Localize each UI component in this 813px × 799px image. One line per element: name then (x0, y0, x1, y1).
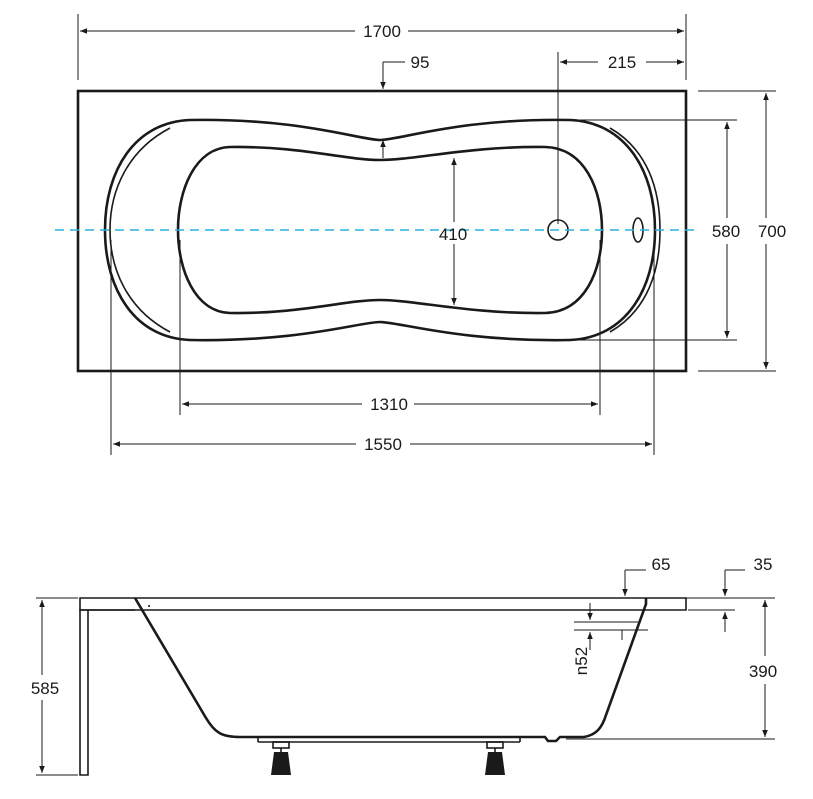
leg-right (485, 741, 505, 775)
dim-bottom-length: 1310 (370, 395, 408, 414)
dim-bowl-length: 1550 (364, 435, 402, 454)
front-panel (79, 609, 89, 776)
dim-inner-width: 410 (439, 225, 467, 244)
dim-rim-offset-top: 95 (411, 53, 430, 72)
dim-rim-thickness: 35 (754, 555, 773, 574)
dim-bowl-width: 580 (712, 222, 740, 241)
dim-inner-depth: 390 (749, 662, 777, 681)
bowl-end-contour-left (109, 127, 171, 333)
tub-outer-rim (76, 89, 688, 373)
dim-overflow-height: n52 (572, 647, 591, 675)
tub-rim-profile (79, 597, 687, 611)
dim-total-length: 1700 (363, 22, 401, 41)
tub-body-profile (133, 597, 648, 743)
bowl-inner-bottom (176, 145, 604, 315)
top-view: 1700 95 215 410 580 700 1310 (55, 14, 786, 455)
leg-left (271, 741, 291, 775)
dim-total-width: 700 (758, 222, 786, 241)
dim-drain-offset: 215 (608, 53, 636, 72)
dim-rim-depth: 65 (652, 555, 671, 574)
dim-total-height: 585 (31, 679, 59, 698)
side-view: 585 65 35 390 n52 (31, 555, 777, 776)
